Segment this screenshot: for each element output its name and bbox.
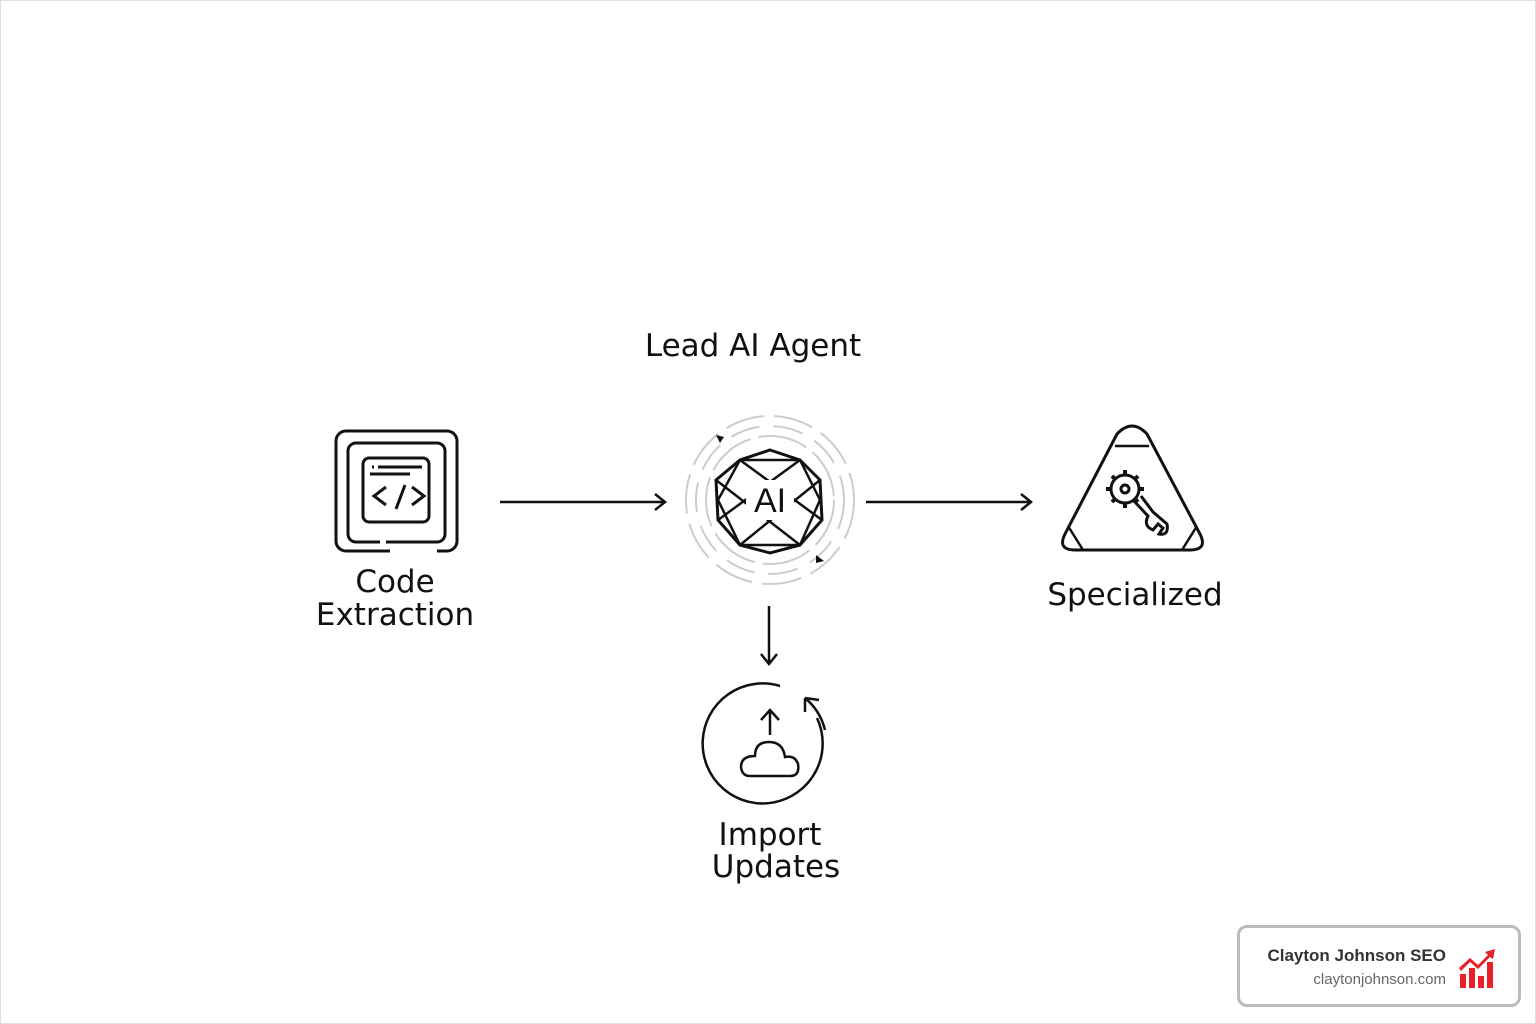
code-window-icon bbox=[334, 429, 459, 553]
growth-chart-logo-icon bbox=[1459, 949, 1495, 988]
code-label-line1: Code bbox=[355, 564, 435, 600]
import-label-line2: Updates bbox=[711, 849, 841, 885]
brand-badge[interactable]: Clayton Johnson SEO claytonjohnson.com bbox=[1237, 925, 1521, 1007]
cloud-upload-icon bbox=[701, 682, 827, 805]
arrow-ai-to-specialized bbox=[866, 493, 1034, 511]
code-label-line2: Extraction bbox=[315, 597, 475, 633]
arrow-ai-to-import bbox=[760, 606, 778, 667]
gear-wrench-icon bbox=[1061, 424, 1204, 552]
specialized-label: Specialized bbox=[1047, 577, 1223, 613]
ai-label: AI bbox=[754, 482, 786, 520]
lead-agent-title: Lead AI Agent bbox=[644, 328, 862, 364]
brand-name: Clayton Johnson SEO bbox=[1267, 946, 1446, 965]
brand-url: claytonjohnson.com bbox=[1313, 971, 1446, 988]
arrow-code-to-ai bbox=[500, 493, 668, 511]
ai-hub-icon: AI bbox=[685, 415, 855, 585]
import-label-line1: Import bbox=[718, 817, 822, 853]
